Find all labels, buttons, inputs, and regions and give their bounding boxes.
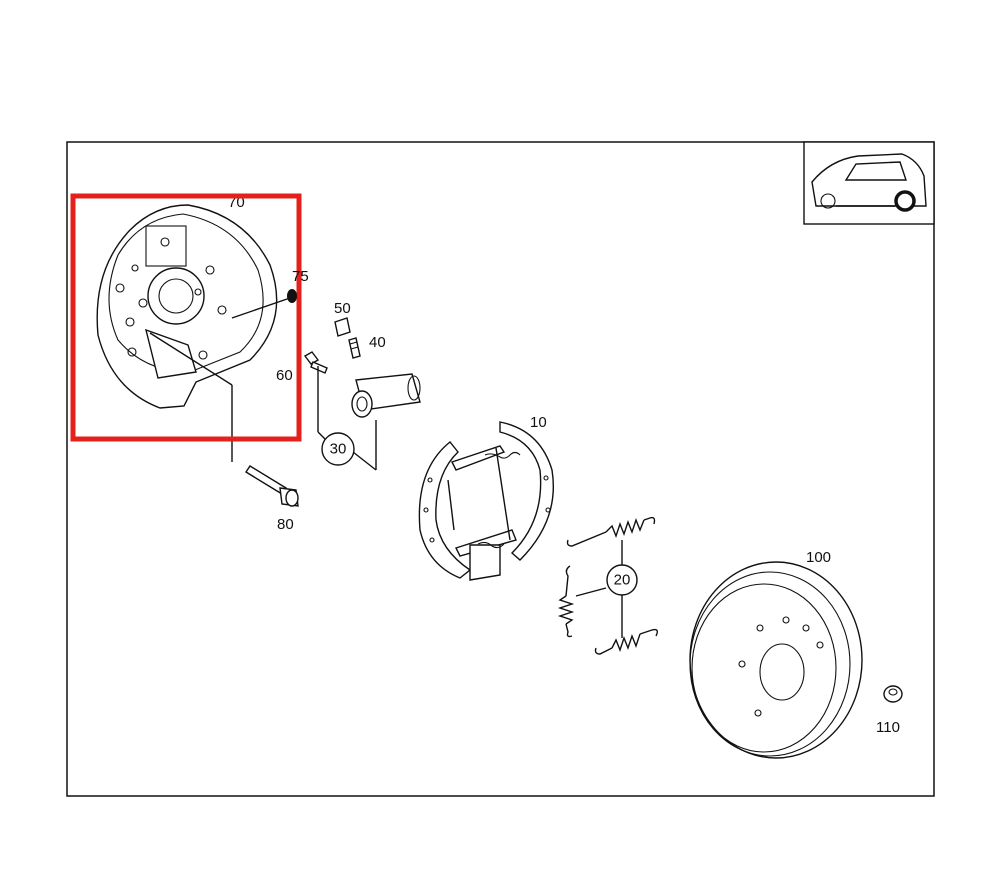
label-75[interactable]: 75 [292,268,309,285]
bolt-part-80[interactable] [245,465,299,507]
brake-shoe-set-part-10[interactable] [418,421,555,581]
car-rear-wheel-icon [803,141,935,225]
callout-30 [321,432,355,466]
diagram-frame [66,141,935,797]
label-20[interactable]: 20 [614,572,631,589]
label-10[interactable]: 10 [530,414,547,431]
label-80[interactable]: 80 [277,516,294,533]
bleeder-cap-part-50[interactable] [334,317,351,337]
brake-drum-part-100[interactable] [689,561,863,759]
screw-part-110[interactable] [883,685,903,703]
bleeder-screw-part-40[interactable] [348,337,361,359]
leader-75 [231,297,291,319]
leader-30c [352,451,377,471]
springs-part-20[interactable] [557,516,659,655]
leader-20b [575,587,607,597]
label-110[interactable]: 110 [876,719,900,736]
wheel-cylinder-part-30[interactable] [351,373,421,418]
label-100[interactable]: 100 [806,549,831,566]
label-30[interactable]: 30 [330,441,347,458]
label-40[interactable]: 40 [369,334,386,351]
backing-plate-part-70[interactable] [96,204,278,409]
bolt-part-60[interactable] [303,351,328,374]
callout-20 [606,564,638,596]
label-50[interactable]: 50 [334,300,351,317]
plug-part-75[interactable] [287,289,297,303]
highlight-box [70,193,302,442]
label-60[interactable]: 60 [276,367,293,384]
leader-80a [149,332,233,386]
